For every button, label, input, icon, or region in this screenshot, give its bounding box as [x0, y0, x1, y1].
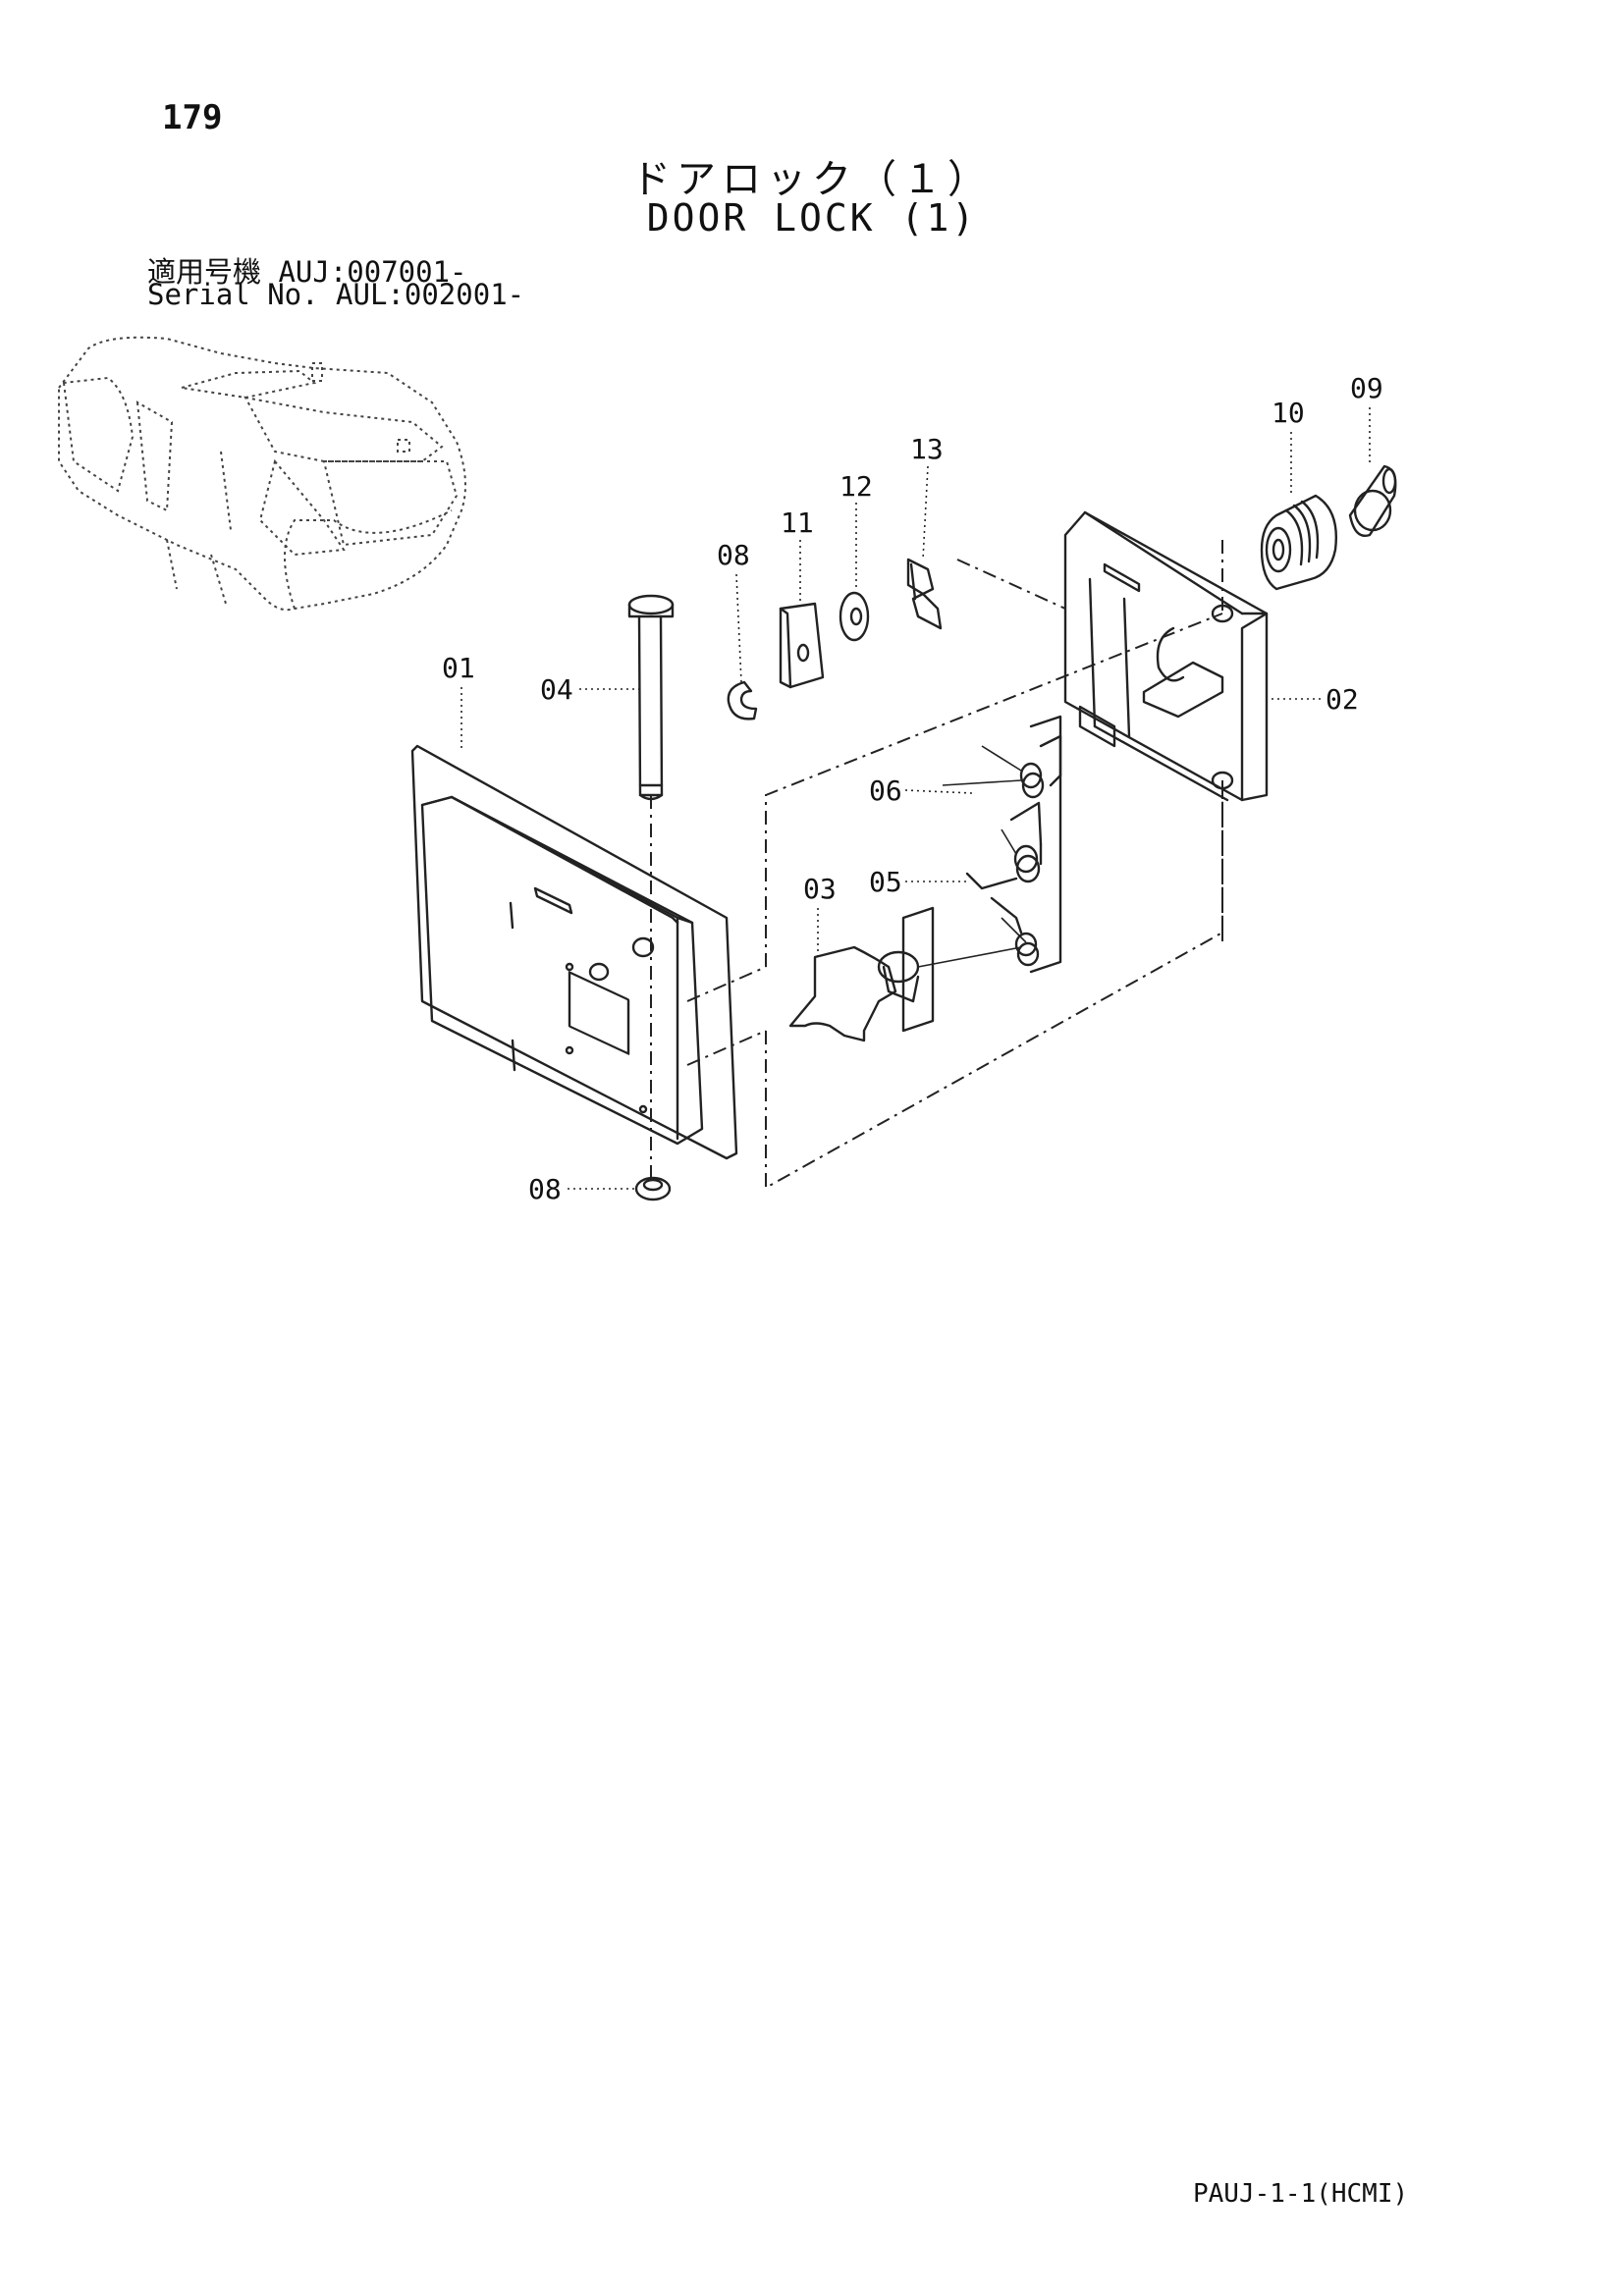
diagram-title-japanese: ドアロック（１）	[631, 157, 993, 202]
part-04-pin	[627, 594, 675, 801]
callout-03: 03	[803, 873, 837, 905]
part-12-washer	[839, 591, 870, 642]
callout-04: 04	[540, 673, 573, 706]
callout-13: 13	[910, 433, 944, 465]
part-06-spring	[942, 734, 1062, 799]
part-01-lock-case	[410, 744, 738, 1160]
callout-12: 12	[839, 470, 873, 503]
callout-labels: 01 02 03 04 05 06 08 08 09 10 11 12 13	[442, 372, 1383, 1205]
callout-leader-lines	[460, 407, 1371, 1190]
callout-09: 09	[1350, 372, 1383, 404]
serial-range-japanese: 適用号機 AUJ:007001-	[147, 255, 467, 289]
excavator-locator-image	[58, 336, 466, 612]
callout-06: 06	[869, 774, 902, 807]
part-09-plunger	[1348, 464, 1397, 537]
page-number: 179	[162, 98, 223, 137]
callout-01: 01	[442, 652, 475, 684]
callout-11: 11	[781, 507, 814, 539]
part-08-e-ring-upper	[727, 680, 758, 721]
part-08-washer-lower	[634, 1176, 672, 1201]
page-code: PAUJ-1-1(HCMI)	[1193, 2179, 1409, 2209]
callout-10: 10	[1272, 397, 1305, 429]
part-11-pad	[779, 602, 825, 689]
callout-05: 05	[869, 866, 902, 898]
part-02-bracket	[1063, 510, 1269, 802]
part-05-spring	[965, 801, 1043, 890]
callout-08-lower: 08	[528, 1173, 562, 1205]
callout-08-upper: 08	[717, 539, 750, 571]
callout-02: 02	[1326, 683, 1359, 716]
diagram-title-english: DOOR LOCK (1)	[646, 196, 978, 240]
assembly-centerlines	[650, 540, 1223, 1190]
part-03-latch	[788, 715, 1062, 1042]
part-13-clip	[906, 558, 943, 630]
part-10-bushing	[1260, 494, 1337, 591]
